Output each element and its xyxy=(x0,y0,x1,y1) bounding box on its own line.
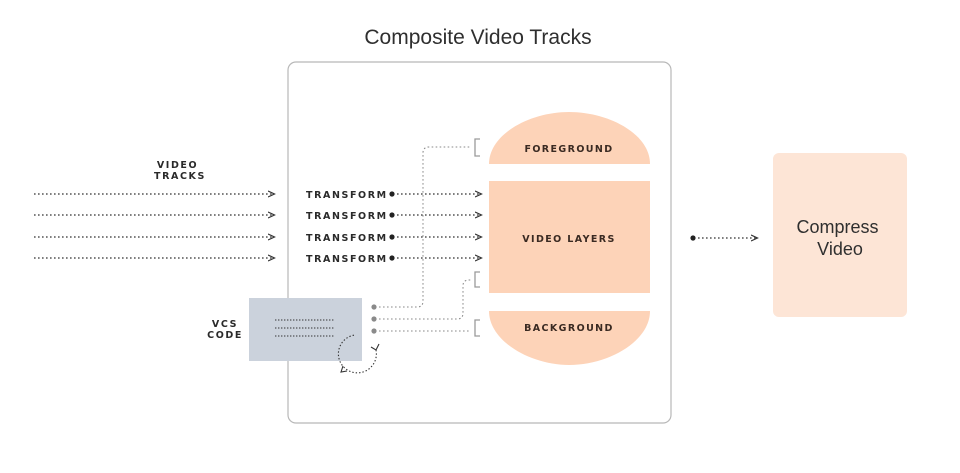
transform-label: TRANSFORM xyxy=(306,233,388,244)
vcs-code-label-line1: VCS xyxy=(212,319,238,330)
foreground-bracket xyxy=(474,138,480,157)
compress-video-label-line1: Compress xyxy=(796,217,878,237)
transform-label: TRANSFORM xyxy=(306,190,388,201)
foreground-label: FOREGROUND xyxy=(524,144,613,155)
transform-dot xyxy=(389,255,395,261)
transform-label: TRANSFORM xyxy=(306,211,388,222)
video-layers-bracket xyxy=(474,271,480,288)
vcs-code-label: VCS CODE xyxy=(207,319,243,341)
vcs-connector-dot xyxy=(371,304,377,310)
vcs-connector-dot xyxy=(371,316,377,322)
compress-video-label-line2: Video xyxy=(817,239,863,259)
video-tracks-label: VIDEO TRACKS xyxy=(154,160,206,182)
output-dot xyxy=(690,235,696,241)
background-bracket xyxy=(474,319,480,337)
video-tracks-label-line2: TRACKS xyxy=(154,171,206,182)
foreground-layer xyxy=(489,112,650,164)
vcs-code-label-line2: CODE xyxy=(207,330,243,341)
background-label: BACKGROUND xyxy=(524,323,614,334)
vcs-to-video-layers-line xyxy=(379,279,471,320)
vcs-to-foreground-line xyxy=(379,146,471,308)
refresh-cycle-icon xyxy=(337,334,380,374)
video-tracks-label-line1: VIDEO xyxy=(157,160,198,171)
compress-video-box xyxy=(773,153,907,317)
vcs-connector-dot xyxy=(371,328,377,334)
transform-dot xyxy=(389,191,395,197)
transform-dot xyxy=(389,212,395,218)
video-layers-block xyxy=(489,181,650,293)
background-layer xyxy=(489,311,650,365)
video-layers-label: VIDEO LAYERS xyxy=(522,234,615,245)
transform-label: TRANSFORM xyxy=(306,254,388,265)
vcs-code-box xyxy=(249,298,362,361)
compress-video-label: Compress Video xyxy=(796,217,883,259)
transform-dot xyxy=(389,234,395,240)
diagram-title: Composite Video Tracks xyxy=(364,26,591,49)
